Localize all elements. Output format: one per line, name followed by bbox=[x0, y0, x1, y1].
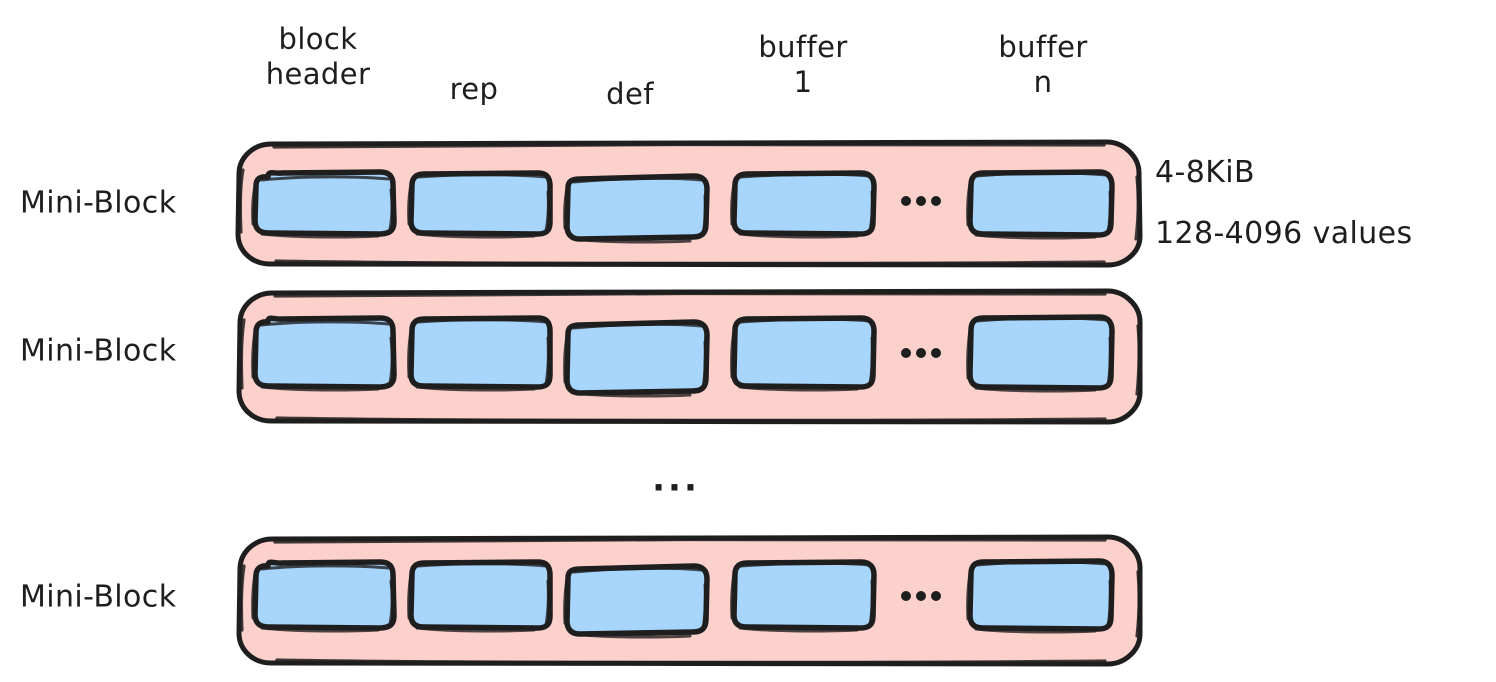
cell-def-3[interactable] bbox=[563, 563, 710, 639]
cell-buffer-n-2[interactable] bbox=[966, 314, 1115, 393]
cell-def-1[interactable] bbox=[563, 173, 710, 244]
mini-block-row-2[interactable] bbox=[236, 288, 1143, 425]
mini-block-container-2-sketch bbox=[239, 291, 1141, 422]
mini-block-container-3-sketch bbox=[239, 537, 1141, 664]
cell-rep-3[interactable] bbox=[407, 559, 553, 633]
cell-buffer-n-3[interactable] bbox=[966, 558, 1115, 634]
annotation-value-count: 128-4096 values bbox=[1155, 216, 1413, 251]
row-ellipsis-3 bbox=[901, 591, 941, 601]
mini-block-row-3[interactable] bbox=[236, 534, 1143, 667]
cell-buffer-1-1[interactable] bbox=[730, 170, 877, 239]
cell-rep-2[interactable] bbox=[407, 315, 553, 392]
cell-block-header-3[interactable] bbox=[251, 559, 397, 633]
row-label-mini-block-1: Mini-Block bbox=[20, 185, 177, 221]
annotation-size: 4-8KiB bbox=[1155, 155, 1255, 190]
column-label-block-header: block header bbox=[265, 22, 371, 92]
cell-buffer-n-1[interactable] bbox=[966, 169, 1115, 240]
column-label-buffer-n: buffer n bbox=[998, 30, 1088, 100]
column-label-rep: rep bbox=[449, 72, 499, 106]
column-label-def: def bbox=[606, 77, 654, 111]
cell-block-header-1[interactable] bbox=[251, 169, 397, 239]
cell-rep-1[interactable] bbox=[407, 170, 553, 239]
mini-block-container-1-sketch bbox=[238, 142, 1140, 265]
row-label-mini-block-3: Mini-Block bbox=[20, 579, 177, 615]
rows-continuation-ellipsis: ... bbox=[652, 459, 700, 500]
row-label-mini-block-2: Mini-Block bbox=[20, 333, 177, 369]
mini-block-row-1[interactable] bbox=[235, 139, 1143, 268]
cell-buffer-1-3[interactable] bbox=[730, 559, 877, 633]
cell-buffer-1-2[interactable] bbox=[730, 315, 877, 392]
row-ellipsis-2 bbox=[901, 348, 941, 358]
cell-block-header-2[interactable] bbox=[251, 315, 397, 392]
cell-def-2[interactable] bbox=[563, 319, 710, 398]
row-ellipsis-1 bbox=[901, 196, 941, 206]
column-label-buffer-1: buffer 1 bbox=[758, 30, 848, 100]
